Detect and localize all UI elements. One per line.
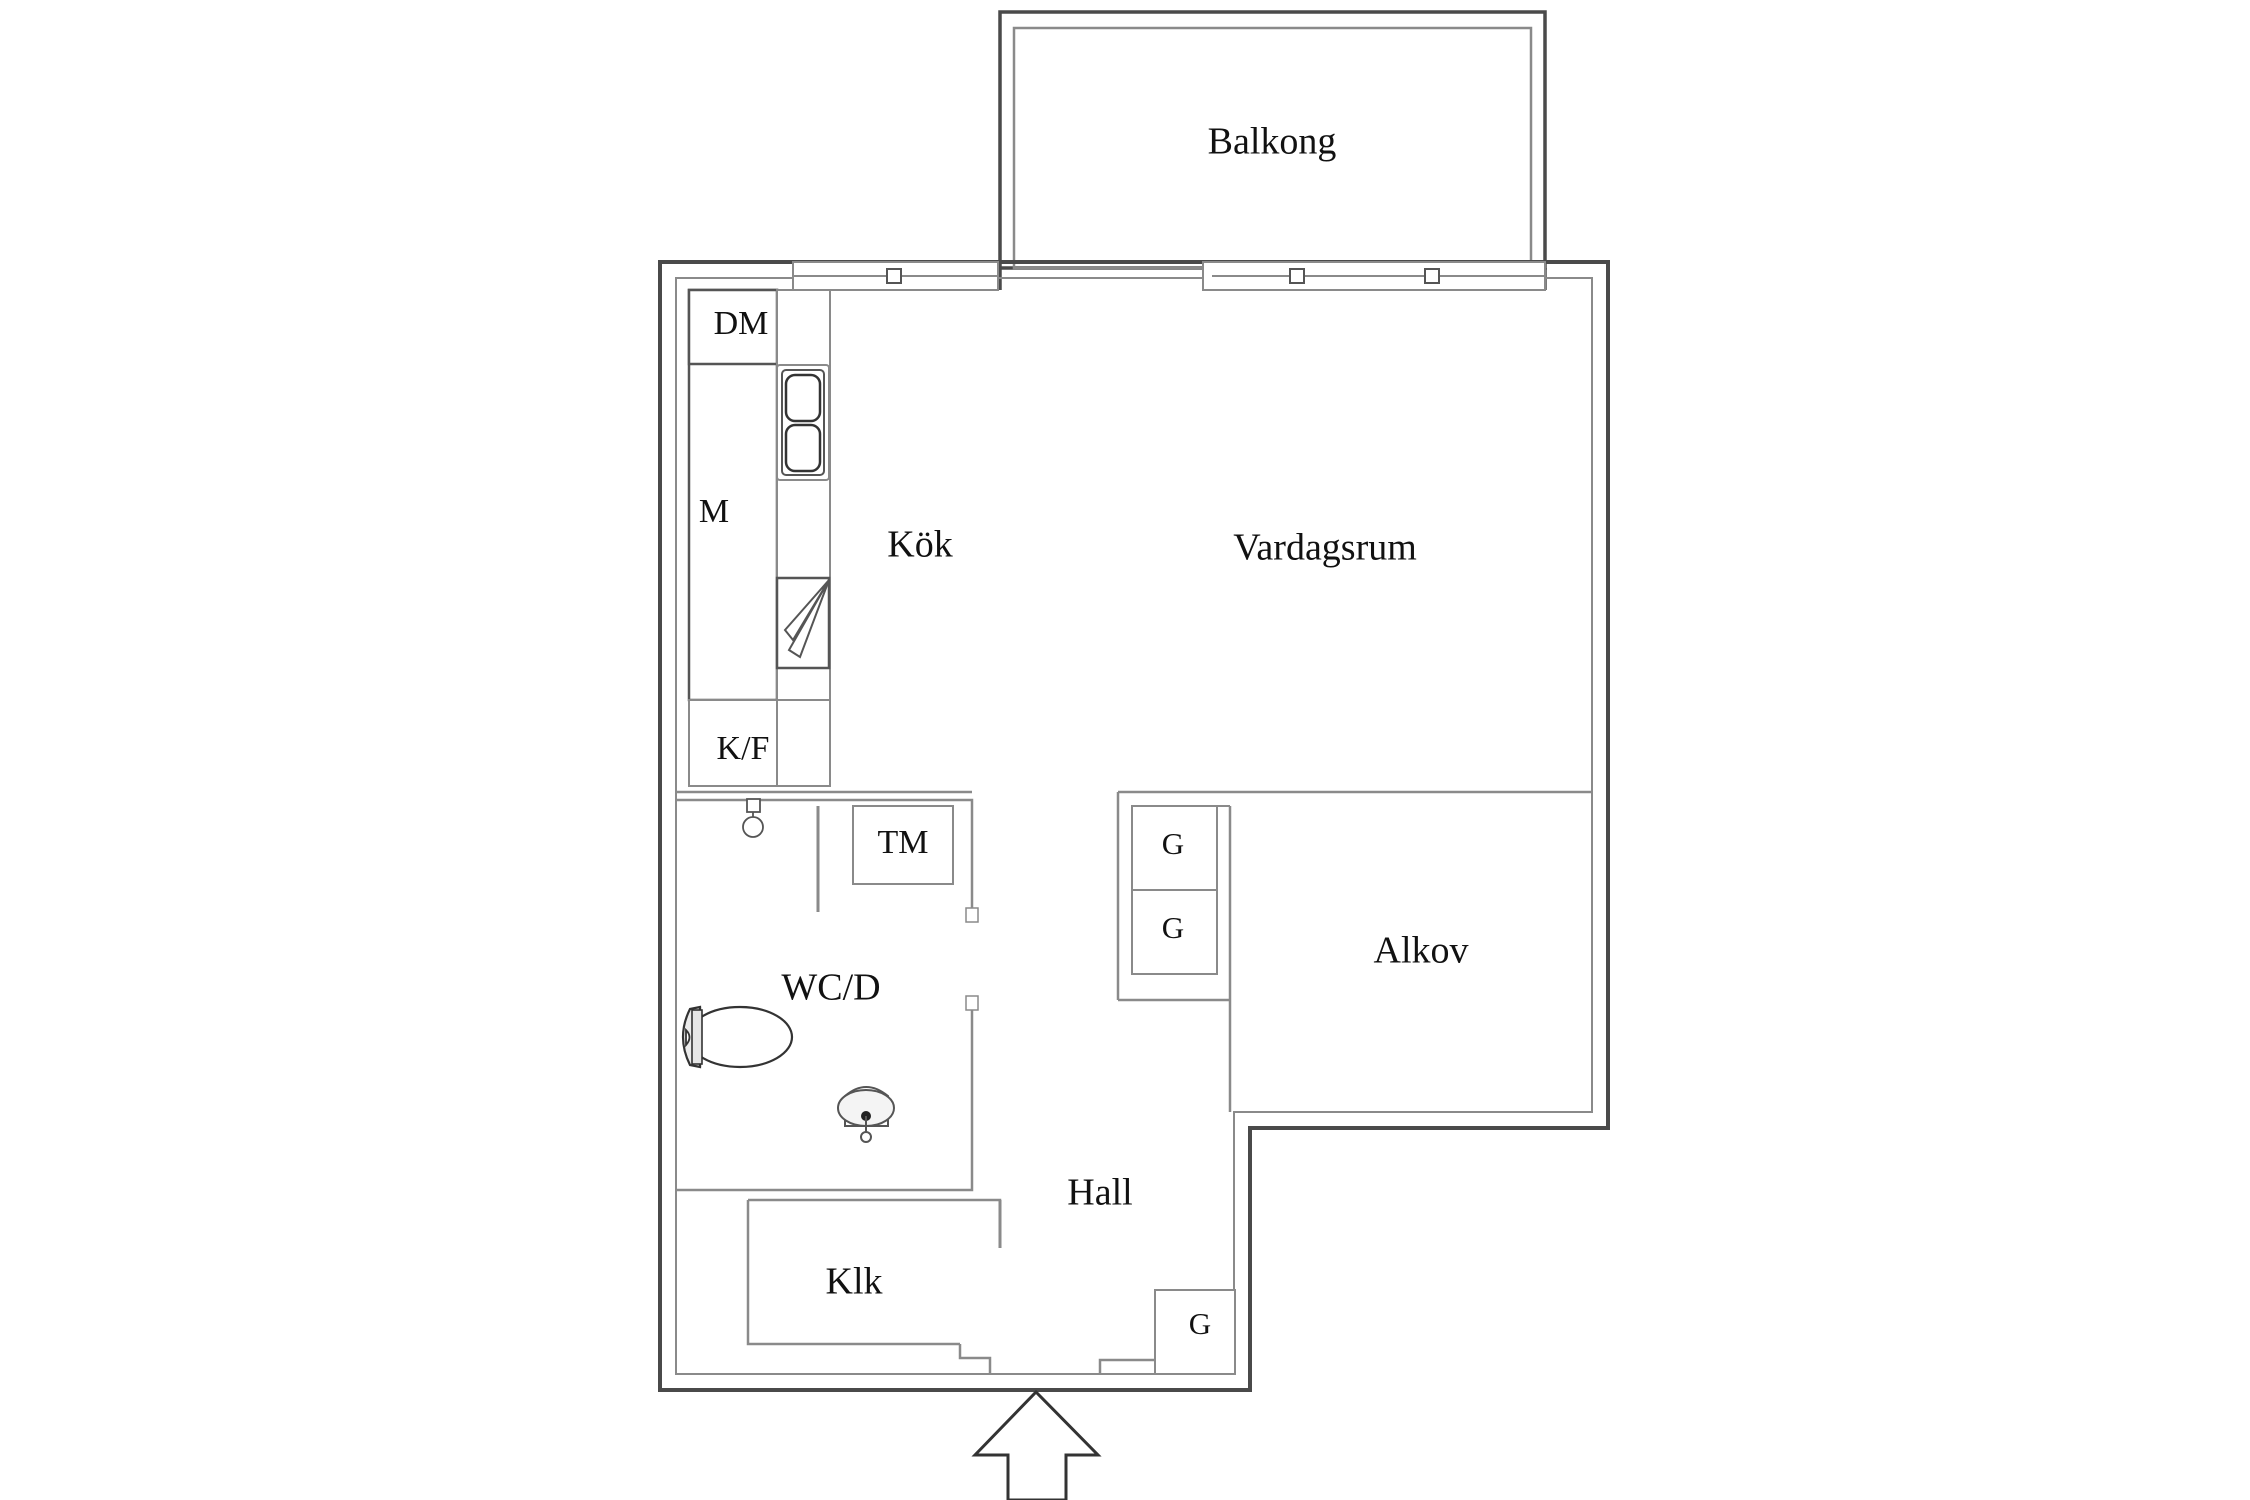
fixture-label-tm: TM: [878, 824, 929, 861]
basin-tap-head: [860, 1131, 872, 1143]
wardrobe-alkov-upper-box: [1131, 805, 1218, 891]
room-label-balkong: Balkong: [1208, 121, 1337, 163]
wardrobe-hall-box: [1154, 1289, 1236, 1375]
fixture-label-m: M: [699, 493, 729, 530]
shower-head-bulb: [742, 816, 764, 838]
klk-north-east-wall: [748, 1198, 1002, 1248]
kitchen-window-handle: [886, 268, 902, 284]
shower-wall-plate: [746, 798, 761, 813]
room-label-kok: Kök: [887, 524, 952, 566]
room-label-hall: Hall: [1067, 1172, 1132, 1214]
bathroom-north-east-wall: [676, 798, 974, 920]
toilet-flush-button: [685, 1027, 691, 1048]
fridge-freezer-unit: [688, 699, 778, 787]
room-label-vardagsrum: Vardagsrum: [1233, 527, 1417, 569]
entrance-arrow-shape: [971, 1389, 1102, 1500]
dishwasher-unit: [687, 288, 779, 366]
hall-wardrobe-return: [1098, 1358, 1155, 1374]
shower-head-icon: [742, 798, 764, 838]
sink-bowl-upper: [784, 373, 822, 423]
exterior-walls: [658, 260, 1610, 1392]
balcony-door: [1202, 261, 1546, 291]
balcony-door-handle-right: [1424, 268, 1440, 284]
fixture-labels: DM M K/F TM G G G: [699, 305, 1211, 1341]
bathroom-east-south-wall: [676, 1000, 974, 1192]
kitchen-window: [792, 261, 999, 291]
washing-machine-unit: [852, 805, 954, 885]
stove-icon: [775, 576, 831, 670]
bathroom-door-jamb-top: [965, 907, 979, 923]
klk-west-south-wall: [746, 1200, 960, 1346]
room-label-wc-d: WC/D: [781, 967, 880, 1009]
kitchen-cabinet-run: [687, 288, 831, 787]
washbasin-icon: [837, 1086, 895, 1143]
living-alkov-divider: [1116, 790, 1592, 1112]
bathroom-door-jamb-bottom: [965, 995, 979, 1011]
building-outer-wall: [658, 260, 1610, 1392]
kitchen-sink-icon: [776, 364, 830, 481]
room-label-klk: Klk: [826, 1261, 883, 1303]
fixture-label-g-hall: G: [1189, 1306, 1211, 1341]
sink-bowl-lower: [784, 423, 822, 473]
entrance-direction-arrow: [971, 1389, 1102, 1500]
bathroom-walls: [676, 798, 979, 1192]
room-label-alkov: Alkov: [1374, 930, 1469, 972]
fixture-label-kf: K/F: [717, 730, 770, 767]
fixture-label-g-alkov-top: G: [1162, 826, 1184, 861]
hall-and-closet: [746, 1198, 1236, 1375]
balcony-door-handle-left: [1289, 268, 1305, 284]
fridge-freezer-side-panel: [776, 699, 831, 787]
toilet-icon: [681, 1005, 794, 1069]
room-labels: Balkong Kök Vardagsrum Alkov WC/D Hall K…: [781, 121, 1468, 1303]
wardrobe-alkov-lower-box: [1131, 889, 1218, 975]
fixture-label-g-alkov-bot: G: [1162, 910, 1184, 945]
toilet-bowl: [686, 1005, 794, 1069]
toilet-seat-hinge: [691, 1009, 703, 1065]
klk-door-return: [958, 1344, 992, 1374]
stove-door-swing-lower: [787, 579, 830, 659]
fixture-label-dm: DM: [714, 305, 769, 342]
building-inner-wall-face: [675, 277, 1593, 1375]
